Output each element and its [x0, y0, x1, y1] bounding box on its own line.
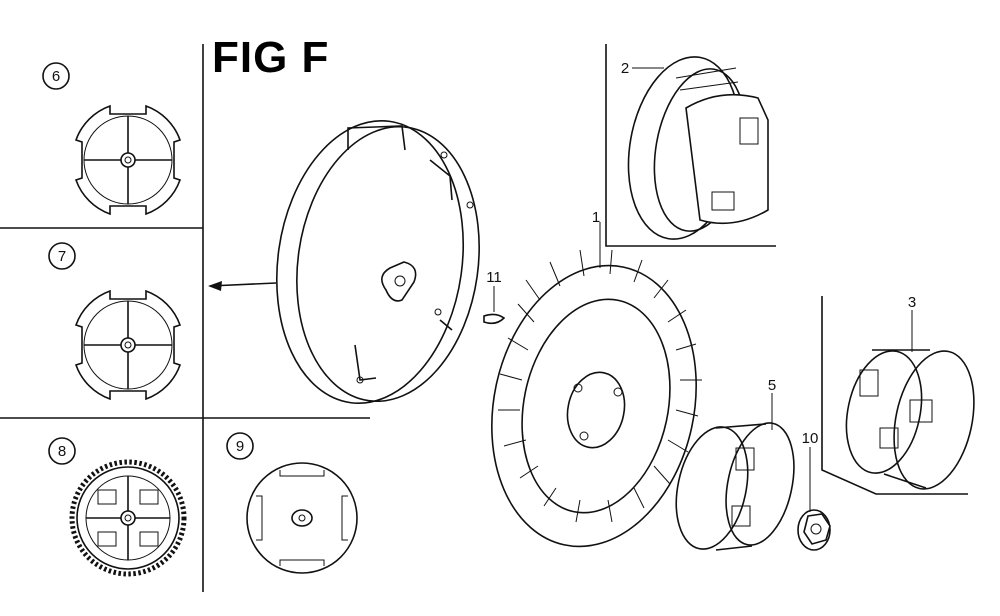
- callout-8: 8: [48, 437, 76, 465]
- cup-part-3: [821, 296, 975, 495]
- left-panel-frame: [0, 44, 370, 592]
- ring-gear-variant-8: [69, 459, 187, 577]
- callout-7: 7: [48, 242, 76, 270]
- housing-part-2: [605, 44, 776, 247]
- callout-6: 6: [42, 62, 70, 90]
- flywheel-disc: [208, 120, 480, 404]
- callout-label-1: 1: [592, 209, 600, 226]
- callout-label-8: 8: [58, 443, 66, 460]
- leader-lines: [493, 67, 913, 512]
- callout-label-6: 6: [52, 68, 60, 85]
- cup-part-5: [675, 422, 795, 551]
- figure-title: FIG F: [212, 33, 330, 82]
- callout-label-2: 2: [621, 60, 629, 77]
- nut-part-10: [797, 509, 831, 551]
- cooling-fan-part-1: [491, 249, 702, 548]
- pulley-variant-6: [74, 104, 182, 216]
- callout-label-10: 10: [802, 430, 819, 447]
- callout-label-9: 9: [236, 438, 244, 455]
- pulley-variant-7: [74, 289, 182, 401]
- key-part-11: [483, 313, 506, 325]
- plate-variant-9: [246, 462, 358, 574]
- callout-label-11: 11: [486, 269, 502, 286]
- callout-9: 9: [226, 432, 254, 460]
- callout-label-5: 5: [768, 377, 776, 394]
- callout-label-3: 3: [908, 294, 916, 311]
- callout-label-7: 7: [58, 248, 66, 265]
